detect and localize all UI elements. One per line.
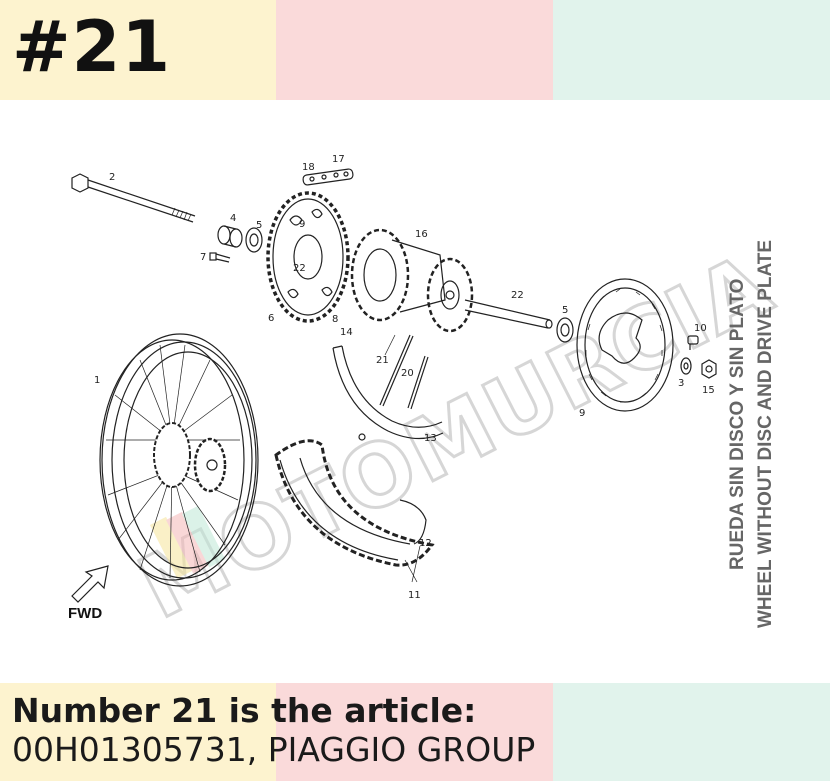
- svg-text:MOTOMURCIA: MOTOMURCIA: [124, 235, 788, 639]
- callout-21: 21: [376, 355, 389, 366]
- spoke-set: [358, 334, 429, 441]
- callout-12: 12: [419, 538, 432, 549]
- callout-4: 4: [230, 213, 236, 224]
- axle-bolt: [71, 173, 196, 223]
- bearing-left: [245, 227, 263, 253]
- callout-16: 16: [415, 229, 428, 240]
- exploded-parts-diagram: MOTOMURCIA: [0, 100, 830, 683]
- callout-5-left: 5: [256, 220, 262, 231]
- side-text-spanish: RUEDA SIN DISCO Y SIN PLATO: [727, 279, 748, 570]
- top-color-band: [0, 0, 830, 100]
- disc-bolt: [687, 335, 699, 350]
- band-pink: [276, 0, 553, 100]
- bottom-color-band: [0, 683, 830, 781]
- side-text-english: WHEEL WITHOUT DISC AND DRIVE PLATE: [755, 240, 776, 628]
- sprocket: [266, 191, 350, 323]
- band-yellow-bottom: [0, 683, 276, 781]
- callout-20: 20: [401, 368, 414, 379]
- caption-article-heading: Number 21 is the article:: [12, 691, 477, 730]
- washer: [680, 357, 692, 375]
- callout-9-sprocket: 9: [299, 219, 305, 230]
- spacer: [217, 225, 243, 248]
- callout-17: 17: [332, 154, 345, 165]
- callout-15: 15: [702, 385, 715, 396]
- fwd-label: FWD: [68, 605, 102, 622]
- callout-1: 1: [94, 375, 100, 386]
- callout-9-disc: 9: [579, 408, 585, 419]
- callout-14: 14: [340, 327, 353, 338]
- band-pink-bottom: [276, 683, 553, 781]
- watermark-color-blocks: [149, 505, 226, 579]
- callout-numbers: 1 2 3 4 5 5 6 7 8 9 9 10 11 12 13 14 15 …: [94, 154, 715, 601]
- svg-text:WHEEL WITHOUT DISC AND DRIVE P: WHEEL WITHOUT DISC AND DRIVE PLATE: [755, 240, 776, 628]
- rear-wheel: [99, 333, 259, 587]
- chain-link: [302, 168, 354, 186]
- rim-band: [332, 345, 444, 440]
- callout-6: 6: [268, 313, 274, 324]
- small-bolt: [209, 252, 231, 263]
- svg-text:RUEDA SIN DISCO Y SIN PLATO: RUEDA SIN DISCO Y SIN PLATO: [727, 279, 748, 570]
- callout-10: 10: [694, 323, 707, 334]
- forward-arrow-icon: [71, 565, 109, 603]
- part-number-heading: #21: [12, 6, 172, 88]
- band-yellow: [0, 0, 276, 100]
- callout-22-spindle: 22: [511, 290, 524, 301]
- band-mint-bottom: [553, 683, 830, 781]
- tire: [274, 439, 435, 567]
- leader-lines: [384, 334, 421, 583]
- callout-7: 7: [200, 252, 206, 263]
- caption-article-number: 00H01305731, PIAGGIO GROUP: [12, 730, 536, 769]
- callout-3: 3: [678, 378, 684, 389]
- spindle: [464, 299, 553, 329]
- watermark: MOTOMURCIA: [123, 233, 790, 640]
- band-mint: [553, 0, 830, 100]
- callout-5-right: 5: [562, 305, 568, 316]
- sprocket-carrier: [350, 228, 474, 333]
- bearing-right: [556, 317, 574, 343]
- callout-2: 2: [109, 172, 115, 183]
- callout-22-sprocket: 22: [293, 263, 306, 274]
- brake-disc: [576, 278, 674, 412]
- callout-18: 18: [302, 162, 315, 173]
- callout-8: 8: [332, 314, 338, 325]
- callout-13: 13: [424, 433, 437, 444]
- callout-11: 11: [408, 590, 421, 601]
- nut: [701, 359, 717, 379]
